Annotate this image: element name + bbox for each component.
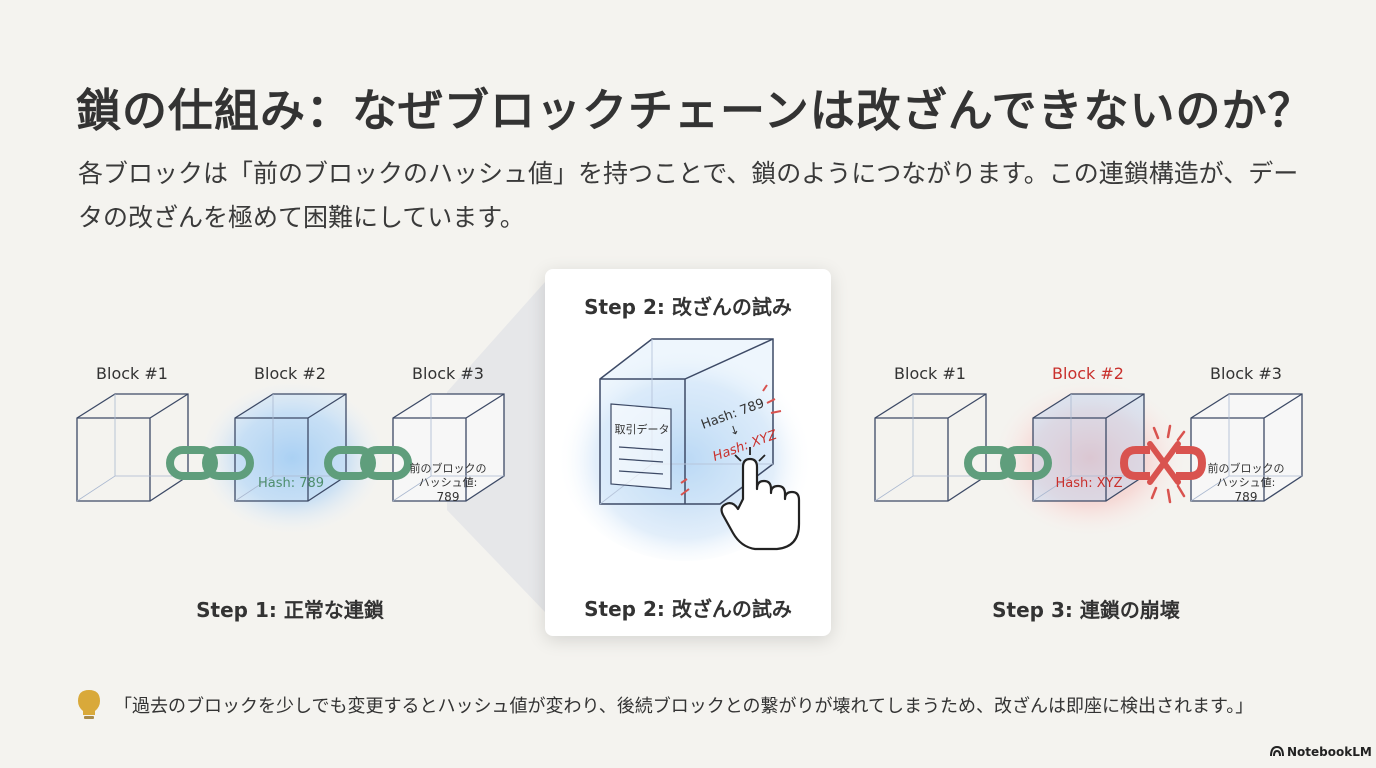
step1-block1-label: Block #1 xyxy=(96,364,168,383)
alert-marks-icon xyxy=(680,384,782,496)
step1-hash: Hash: 789 xyxy=(258,476,324,491)
step2-diagram: 取引データ Hash: 789 ↓ Hash: XYZ xyxy=(557,337,813,561)
step1-block2-label: Block #2 xyxy=(254,364,326,383)
step2-arrow: ↓ xyxy=(727,422,741,439)
page-title: 鎖の仕組み：なぜブロックチェーンは改ざんできないのか？ xyxy=(76,84,1314,137)
step1-prev-line2: ハッシュ値: xyxy=(419,476,478,489)
step1-prev-line1: 前のブロックの xyxy=(410,461,487,475)
step2-top-label: Step 2: 改ざんの試み xyxy=(584,295,792,319)
step2-panel: Step 2: 改ざんの試み 取引データ Hash: 789 ↓ Hash: X… xyxy=(545,269,831,636)
step3-block3-label: Block #3 xyxy=(1210,364,1282,383)
hand-pointer-icon xyxy=(720,457,801,551)
brand-label: NotebookLM xyxy=(1287,745,1372,759)
page-description: 各ブロックは「前のブロックのハッシュ値」を持つことで、鎖のようにつながります。こ… xyxy=(78,159,1299,232)
step3-block1-cube xyxy=(874,393,987,502)
step1-block3-cube xyxy=(392,393,505,502)
step3-label: Step 3: 連鎖の崩壊 xyxy=(992,598,1180,622)
step1-block3-label: Block #3 xyxy=(412,364,484,383)
step3-block3-cube xyxy=(1190,393,1303,502)
step2-data-label: 取引データ xyxy=(615,422,670,436)
step2-bottom-label: Step 2: 改ざんの試み xyxy=(584,597,792,621)
step1-prev-value: 789 xyxy=(437,490,460,504)
step1-block2-cube xyxy=(234,393,347,502)
lightbulb-icon xyxy=(78,690,100,719)
step3-block1-label: Block #1 xyxy=(894,364,966,383)
chain-link-icon xyxy=(324,446,412,480)
chain-link-icon xyxy=(964,446,1052,480)
chain-link-icon xyxy=(166,446,254,480)
step3-prev-line1: 前のブロックの xyxy=(1208,461,1285,475)
step1-block2-glow xyxy=(200,382,384,534)
tip-text: 「過去のブロックを少しでも変更するとハッシュ値が変わり、後続ブロックとの繋がりが… xyxy=(114,696,1254,717)
step3-hash: Hash: XYZ xyxy=(1055,476,1122,491)
notebooklm-logo-icon xyxy=(1270,745,1284,757)
step3-prev-value: 789 xyxy=(1235,490,1258,504)
step1-label: Step 1: 正常な連鎖 xyxy=(196,598,384,622)
tap-lines-icon xyxy=(734,447,766,462)
step3-prev-line2: ハッシュ値: xyxy=(1217,476,1276,489)
step1-block1-cube xyxy=(76,393,189,502)
broken-chain-icon xyxy=(1119,424,1207,504)
step3-block2-label: Block #2 xyxy=(1052,364,1124,383)
step1-diagram: Hash: 789 前のブロックの ハッシュ値: 789 xyxy=(76,382,505,534)
step3-block2-glow xyxy=(994,380,1186,536)
step3-diagram: Hash: XYZ 前のブロックの ハッシュ値: 789 xyxy=(874,380,1303,536)
document-icon xyxy=(610,403,672,490)
step3-block2-cube xyxy=(1032,393,1145,502)
